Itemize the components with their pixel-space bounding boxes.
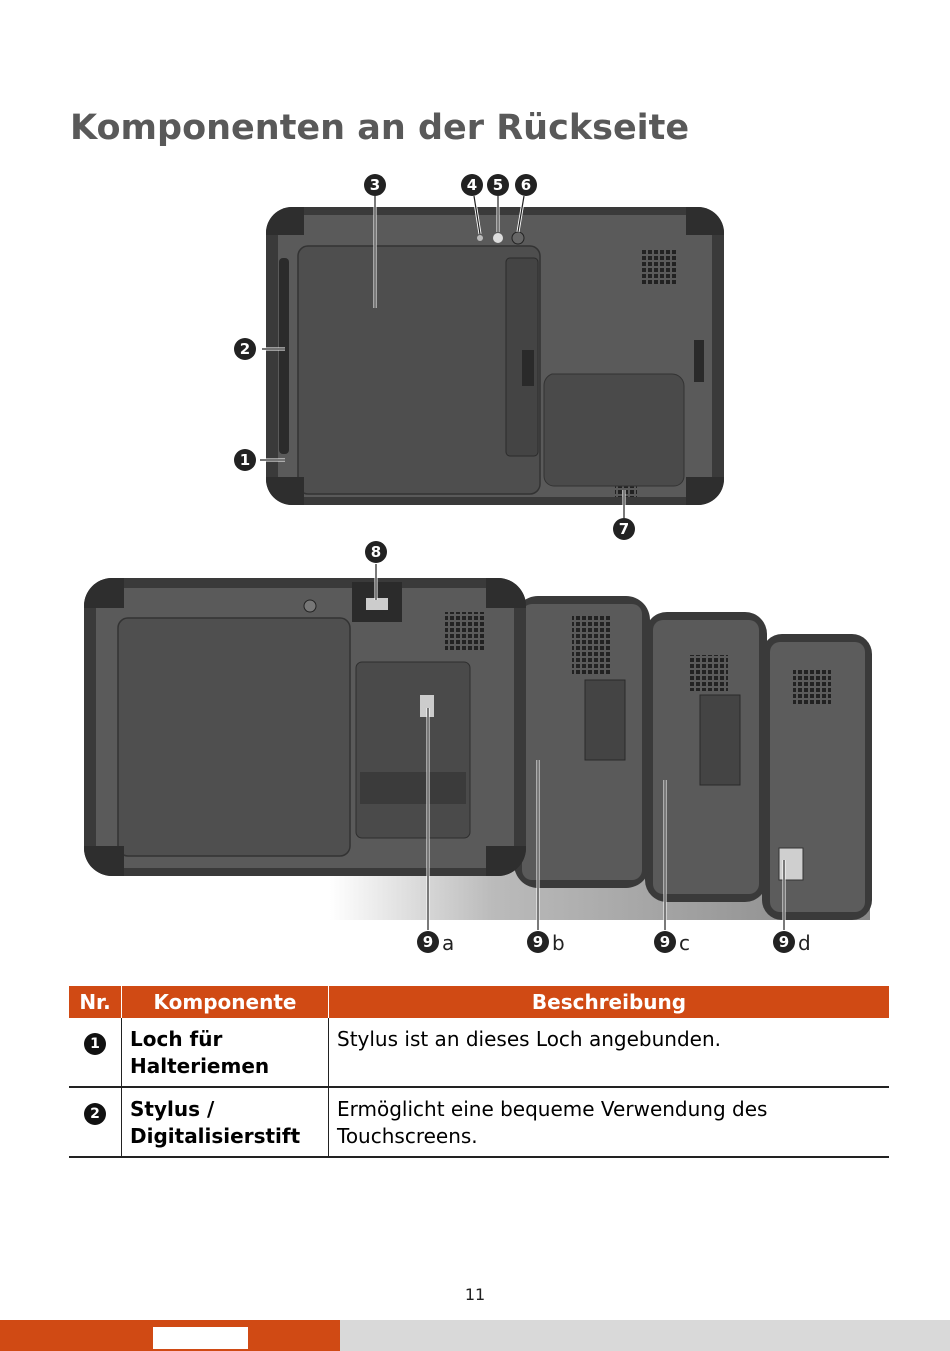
callout-5: 5	[487, 174, 509, 196]
callout-6: 6	[515, 174, 537, 196]
callout-9c: 9 c	[654, 931, 690, 955]
header-komponente: Komponente	[121, 986, 329, 1018]
callout-1: 1	[234, 449, 256, 471]
table-header-row: Nr. Komponente Beschreibung	[69, 986, 889, 1018]
component-description: Ermöglicht eine bequeme Verwendung des T…	[328, 1087, 889, 1158]
components-table: Nr. Komponente Beschreibung 1 Loch für H…	[69, 986, 889, 1158]
svg-text:a: a	[442, 931, 454, 955]
svg-text:9: 9	[660, 933, 670, 951]
number-bullet: 1	[84, 1033, 106, 1055]
svg-text:3: 3	[370, 176, 380, 194]
callout-3: 3	[364, 174, 386, 196]
svg-text:4: 4	[467, 176, 477, 194]
callout-8: 8	[365, 541, 387, 563]
component-description: Stylus ist an dieses Loch angebunden.	[328, 1018, 889, 1088]
component-name: Stylus / Digitalisierstift	[121, 1087, 329, 1158]
row-number: 2	[69, 1087, 122, 1158]
callout-7: 7	[613, 518, 635, 540]
table-row: 2 Stylus / Digitalisierstift Ermöglicht …	[69, 1087, 889, 1158]
svg-text:2: 2	[240, 340, 250, 358]
tablet-top-view	[266, 207, 724, 505]
svg-text:8: 8	[371, 543, 381, 561]
callout-9b: 9 b	[527, 931, 565, 955]
table-row: 1 Loch für Halteriemen Stylus ist an die…	[69, 1018, 889, 1088]
svg-text:9: 9	[779, 933, 789, 951]
row-number: 1	[69, 1018, 122, 1088]
svg-text:c: c	[679, 931, 690, 955]
footer-marker	[153, 1327, 248, 1349]
svg-text:1: 1	[240, 451, 250, 469]
svg-text:d: d	[798, 931, 811, 955]
svg-text:6: 6	[521, 176, 531, 194]
header-beschreibung: Beschreibung	[328, 986, 889, 1018]
svg-text:b: b	[552, 931, 565, 955]
header-nr: Nr.	[69, 986, 122, 1018]
svg-text:5: 5	[493, 176, 503, 194]
svg-text:7: 7	[619, 520, 629, 538]
number-bullet: 2	[84, 1103, 106, 1125]
callout-9d: 9 d	[773, 931, 811, 955]
callout-9a: 9 a	[417, 931, 454, 955]
tablet-back-figure: 1 2 3 4 5 6 7 8 9 a 9 b 9 c	[84, 174, 872, 955]
svg-text:9: 9	[533, 933, 543, 951]
page-number: 11	[464, 1285, 486, 1304]
svg-text:9: 9	[423, 933, 433, 951]
callout-4: 4	[461, 174, 483, 196]
page-title: Komponenten an der Rückseite	[70, 108, 690, 148]
component-name: Loch für Halteriemen	[121, 1018, 329, 1088]
tablet-variants-view	[84, 578, 872, 920]
callout-2: 2	[234, 338, 256, 360]
